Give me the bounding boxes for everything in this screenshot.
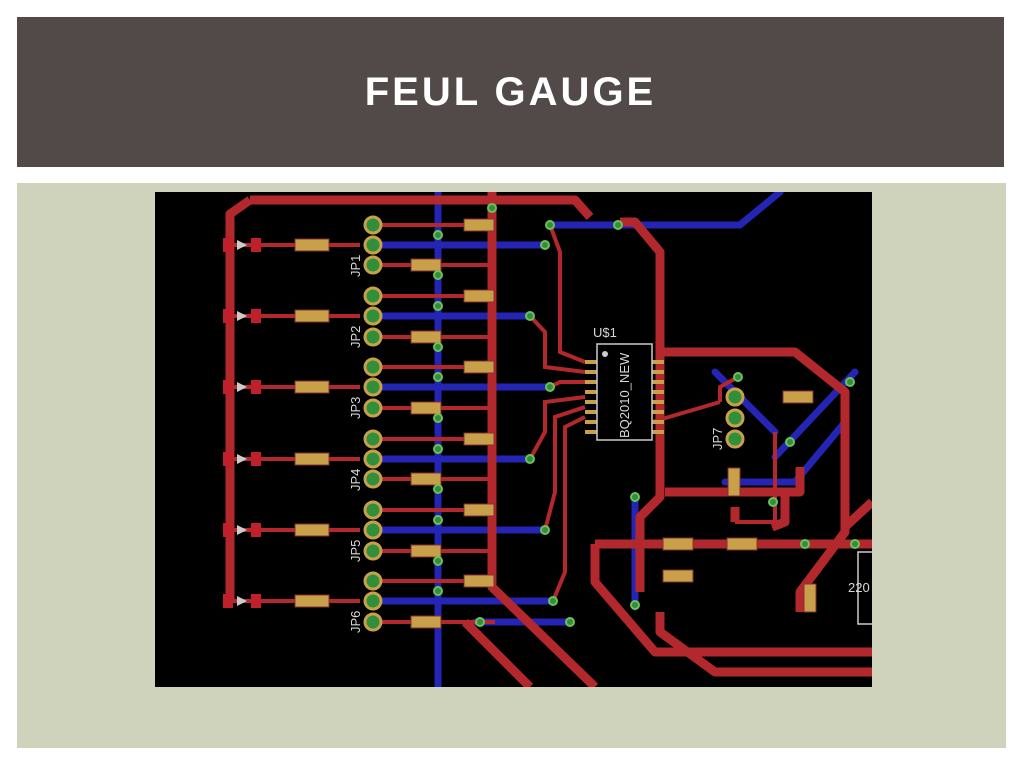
header-label-jp4: JP4 bbox=[348, 469, 363, 491]
chip-name-label: U$1 bbox=[593, 325, 617, 340]
smd-resistors bbox=[294, 218, 817, 629]
pcb-layout-image: U$1 BQ2010_NEW JP1 JP2 JP3 JP4 JP5 JP6 J… bbox=[155, 192, 872, 687]
vias bbox=[433, 203, 860, 627]
chip-part-label: BQ2010_NEW bbox=[617, 352, 632, 438]
header-label-jp1: JP1 bbox=[348, 255, 363, 277]
header-label-jp5: JP5 bbox=[348, 540, 363, 562]
capacitor-label: 220 bbox=[848, 580, 870, 595]
header-label-jp3: JP3 bbox=[348, 397, 363, 419]
slide-title: FEUL GAUGE bbox=[364, 69, 657, 114]
capacitor-outline bbox=[857, 551, 872, 625]
header-pins bbox=[363, 215, 745, 632]
bq2010-chip bbox=[585, 343, 664, 441]
title-bar: FEUL GAUGE bbox=[17, 17, 1004, 167]
top-layer-traces bbox=[225, 192, 872, 687]
led-column bbox=[223, 238, 261, 608]
header-label-jp2: JP2 bbox=[348, 326, 363, 348]
pcb-drawing: U$1 BQ2010_NEW JP1 JP2 JP3 JP4 JP5 JP6 J… bbox=[155, 192, 872, 687]
header-label-jp7: JP7 bbox=[710, 428, 725, 450]
header-label-jp6: JP6 bbox=[348, 611, 363, 633]
